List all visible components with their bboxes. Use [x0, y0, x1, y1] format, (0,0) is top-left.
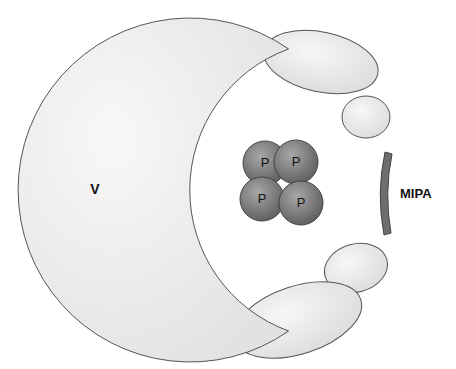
- protein-sphere: P: [239, 176, 285, 222]
- protein-label: P: [261, 156, 270, 170]
- membrane-protein: [258, 21, 384, 104]
- protein-sphere: P: [273, 139, 319, 185]
- bar-shape: [380, 152, 392, 235]
- sphere-shape: [274, 140, 318, 184]
- membrane-protein: [342, 96, 390, 138]
- protein-label: P: [297, 196, 306, 210]
- sphere-shape: [240, 177, 284, 221]
- mipa-bar: MIPA: [376, 148, 452, 240]
- crescent-shape: [18, 18, 289, 362]
- protein-sphere: P: [278, 180, 324, 226]
- protein-label: P: [258, 192, 267, 206]
- protein-label: P: [292, 155, 301, 169]
- sphere-shape: [279, 181, 323, 225]
- region-label: V: [90, 182, 99, 197]
- part-label: MIPA: [400, 187, 432, 201]
